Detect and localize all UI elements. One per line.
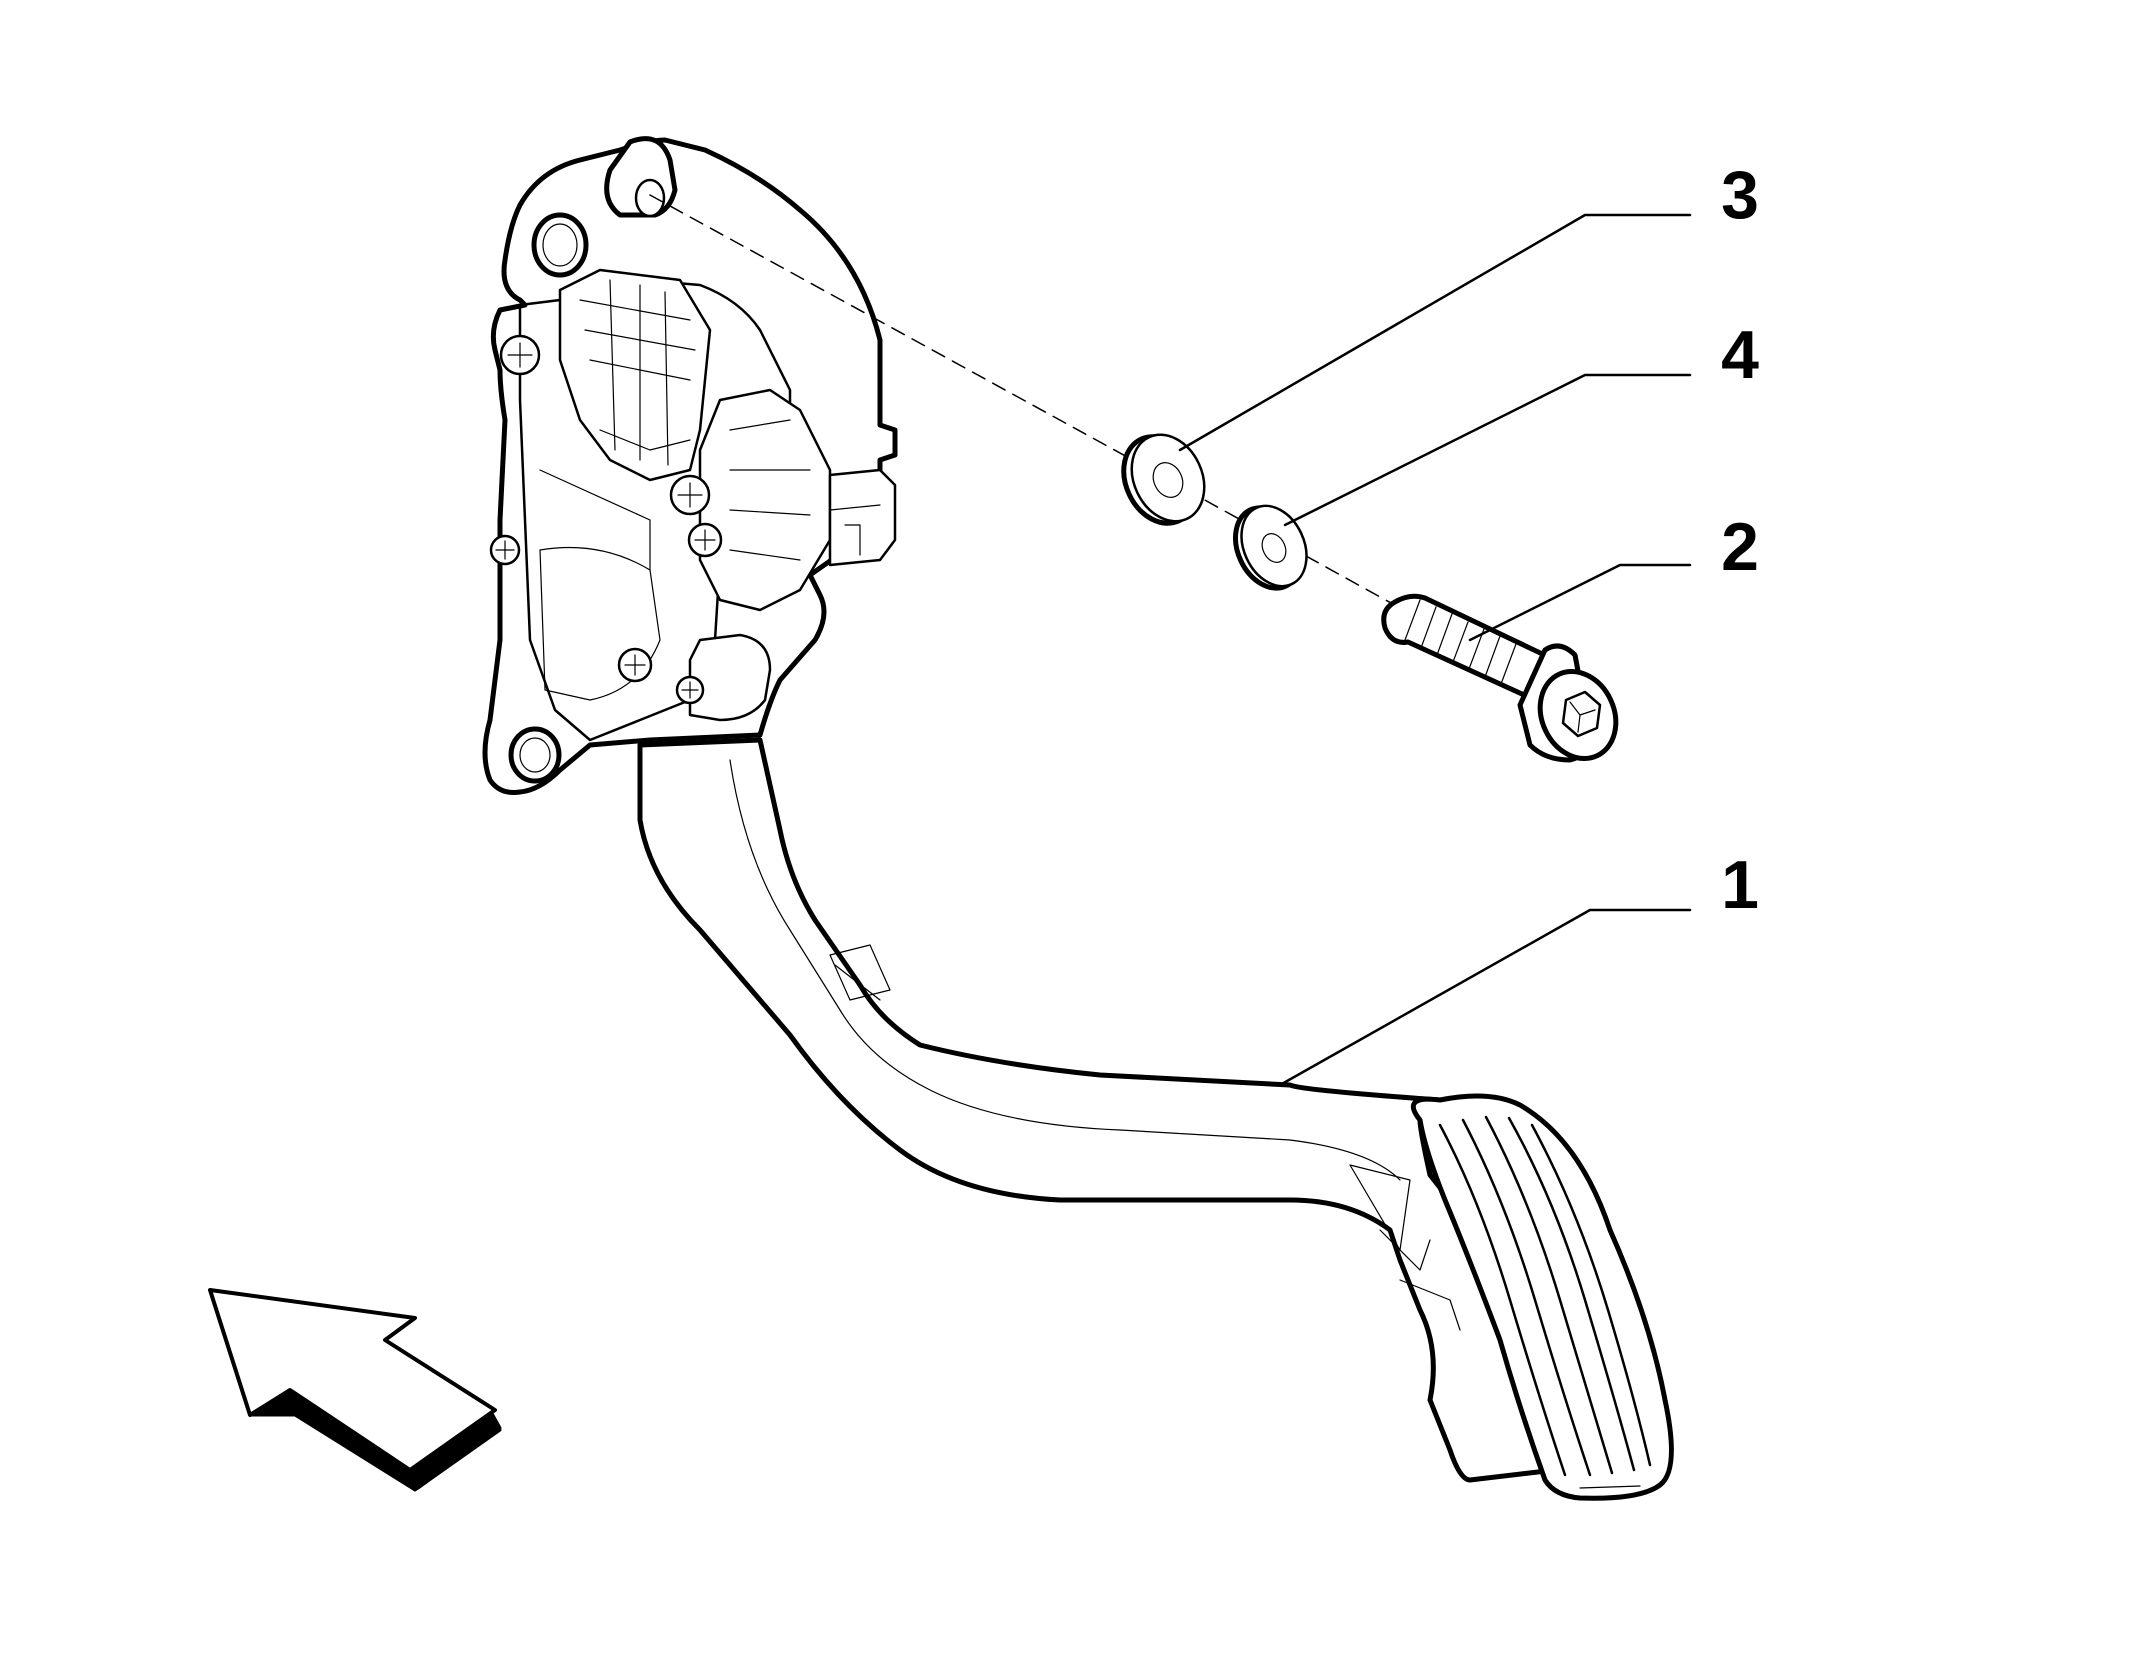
leader-line-3 (1178, 213, 1692, 452)
assembly-axis-line (649, 194, 1161, 476)
leader-line-4 (1283, 373, 1692, 527)
pedal-arm (637, 737, 1563, 1483)
screw-head (675, 675, 705, 705)
screw-head (669, 474, 711, 516)
washer-part-4 (1233, 504, 1308, 591)
view-direction-arrow-icon (208, 1288, 502, 1492)
screw-head (489, 534, 521, 566)
pedal-foot-pad (1410, 1093, 1674, 1501)
pedal-sensor-housing (482, 136, 898, 795)
screw-head (617, 647, 653, 683)
callout-3: 3 (1721, 157, 1759, 233)
screw-head (687, 522, 723, 558)
leader-line-1 (1278, 908, 1692, 1087)
screw-head (499, 334, 541, 376)
callout-1: 1 (1721, 847, 1759, 923)
callout-2: 2 (1721, 509, 1759, 585)
leader-line-2 (1468, 563, 1692, 642)
washer-part-3 (1121, 433, 1206, 526)
bolt-part-2 (1381, 593, 1619, 763)
callout-4: 4 (1721, 317, 1759, 393)
